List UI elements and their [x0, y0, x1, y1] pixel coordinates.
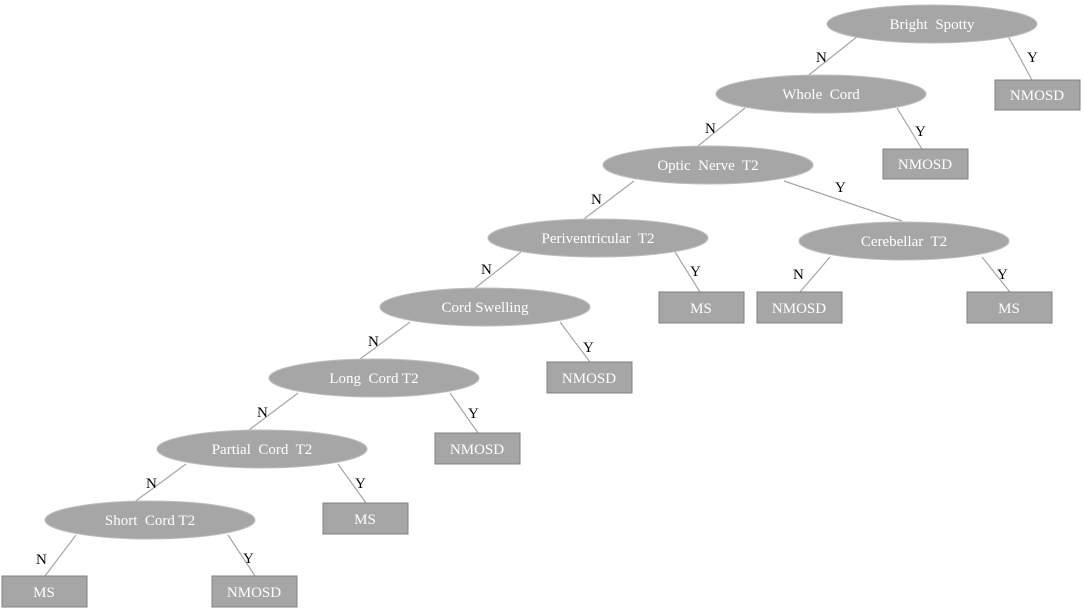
- edge-long-cord-n: [244, 392, 299, 434]
- branch-labels: N Y N Y N Y N Y N Y N Y N Y N Y N Y: [36, 50, 1038, 568]
- label-partial-cord-y: Y: [355, 476, 366, 492]
- node-label-short-cord-t2: Short Cord T2: [105, 513, 195, 529]
- edge-bright-spotty-n: [804, 35, 859, 79]
- label-short-cord-y: Y: [243, 551, 254, 567]
- leaf-node-short-cord-t2-n: MS: [1, 575, 88, 608]
- decision-node-optic-nerve-t2: Optic Nerve T2: [602, 145, 814, 185]
- decision-node-short-cord-t2: Short Cord T2: [44, 500, 256, 540]
- label-optic-nerve-n: N: [591, 192, 602, 208]
- leaf-node-periventricular-t2-y: MS: [658, 291, 745, 324]
- edge-cord-swelling-y: [559, 321, 591, 363]
- decision-node-whole-cord: Whole Cord: [715, 74, 927, 114]
- leaf-label-cerebellar-t2-n: NMOSD: [772, 301, 826, 317]
- leaf-node-partial-cord-t2-y: MS: [322, 502, 409, 535]
- label-bright-spotty-y: Y: [1027, 50, 1038, 66]
- node-label-bright-spotty: Bright Spotty: [889, 17, 975, 33]
- leaf-node-cerebellar-t2-n: NMOSD: [756, 291, 843, 324]
- label-long-cord-y: Y: [468, 406, 479, 422]
- leaf-node-long-cord-t2-y: NMOSD: [434, 432, 521, 465]
- leaf-node-short-cord-t2-y: NMOSD: [211, 575, 298, 608]
- leaf-label-short-cord-t2-y: NMOSD: [227, 585, 281, 601]
- decision-node-long-cord-t2: Long Cord T2: [268, 358, 480, 398]
- edge-periventricular-y: [674, 251, 701, 293]
- decision-node-bright-spotty: Bright Spotty: [826, 4, 1038, 44]
- decision-node-partial-cord-t2: Partial Cord T2: [156, 429, 368, 469]
- label-optic-nerve-y: Y: [835, 180, 846, 196]
- node-label-long-cord-t2: Long Cord T2: [329, 371, 418, 387]
- edge-cerebellar-n: [799, 256, 831, 293]
- edge-optic-nerve-y: [783, 180, 903, 222]
- label-cord-swelling-y: Y: [583, 340, 594, 356]
- label-cord-swelling-n: N: [368, 334, 379, 350]
- leaf-label-cerebellar-t2-y: MS: [998, 301, 1020, 317]
- node-label-cerebellar-t2: Cerebellar T2: [861, 234, 947, 250]
- leaf-label-short-cord-t2-n: MS: [33, 585, 55, 601]
- label-partial-cord-n: N: [146, 476, 157, 492]
- edge-whole-cord-y: [896, 107, 923, 150]
- label-short-cord-n: N: [36, 552, 47, 568]
- decision-node-cerebellar-t2: Cerebellar T2: [798, 221, 1010, 261]
- label-cerebellar-n: N: [793, 267, 804, 283]
- edge-partial-cord-y: [337, 463, 367, 504]
- label-long-cord-n: N: [257, 405, 268, 421]
- label-cerebellar-y: Y: [997, 267, 1008, 283]
- leaf-label-partial-cord-t2-y: MS: [354, 512, 376, 528]
- node-label-periventricular-t2: Periventricular T2: [541, 231, 654, 247]
- node-label-optic-nerve-t2: Optic Nerve T2: [657, 158, 758, 174]
- edge-bright-spotty-y: [1007, 35, 1033, 81]
- label-bright-spotty-n: N: [816, 50, 827, 66]
- leaf-label-bright-spotty-y: NMOSD: [1010, 88, 1064, 104]
- edge-whole-cord-n: [692, 107, 746, 151]
- edge-cord-swelling-n: [355, 321, 411, 363]
- edge-long-cord-y: [449, 392, 479, 434]
- node-label-cord-swelling: Cord Swelling: [441, 300, 529, 316]
- edge-periventricular-n: [469, 251, 522, 293]
- leaf-node-whole-cord-y: NMOSD: [882, 148, 969, 180]
- label-periventricular-n: N: [481, 262, 492, 278]
- edge-partial-cord-n: [132, 463, 187, 504]
- edges: [44, 35, 1033, 577]
- label-whole-cord-y: Y: [915, 124, 926, 140]
- decision-node-periventricular-t2: Periventricular T2: [487, 218, 709, 258]
- decision-node-cord-swelling: Cord Swelling: [379, 287, 591, 327]
- edge-short-cord-n: [44, 534, 77, 577]
- leaf-label-whole-cord-y: NMOSD: [898, 157, 952, 173]
- label-periventricular-y: Y: [690, 264, 701, 280]
- leaf-node-bright-spotty-y: NMOSD: [994, 79, 1081, 111]
- leaf-node-cord-swelling-y: NMOSD: [546, 361, 633, 394]
- edge-optic-nerve-n: [579, 180, 635, 223]
- edge-cerebellar-y: [981, 256, 1011, 293]
- edge-short-cord-y: [227, 534, 256, 577]
- node-label-partial-cord-t2: Partial Cord T2: [212, 442, 313, 458]
- leaf-label-periventricular-t2-y: MS: [690, 301, 712, 317]
- leaf-node-cerebellar-t2-y: MS: [966, 291, 1053, 324]
- leaf-label-long-cord-t2-y: NMOSD: [450, 442, 504, 458]
- label-whole-cord-n: N: [705, 121, 716, 137]
- leaf-label-cord-swelling-y: NMOSD: [562, 371, 616, 387]
- node-label-whole-cord: Whole Cord: [782, 87, 860, 103]
